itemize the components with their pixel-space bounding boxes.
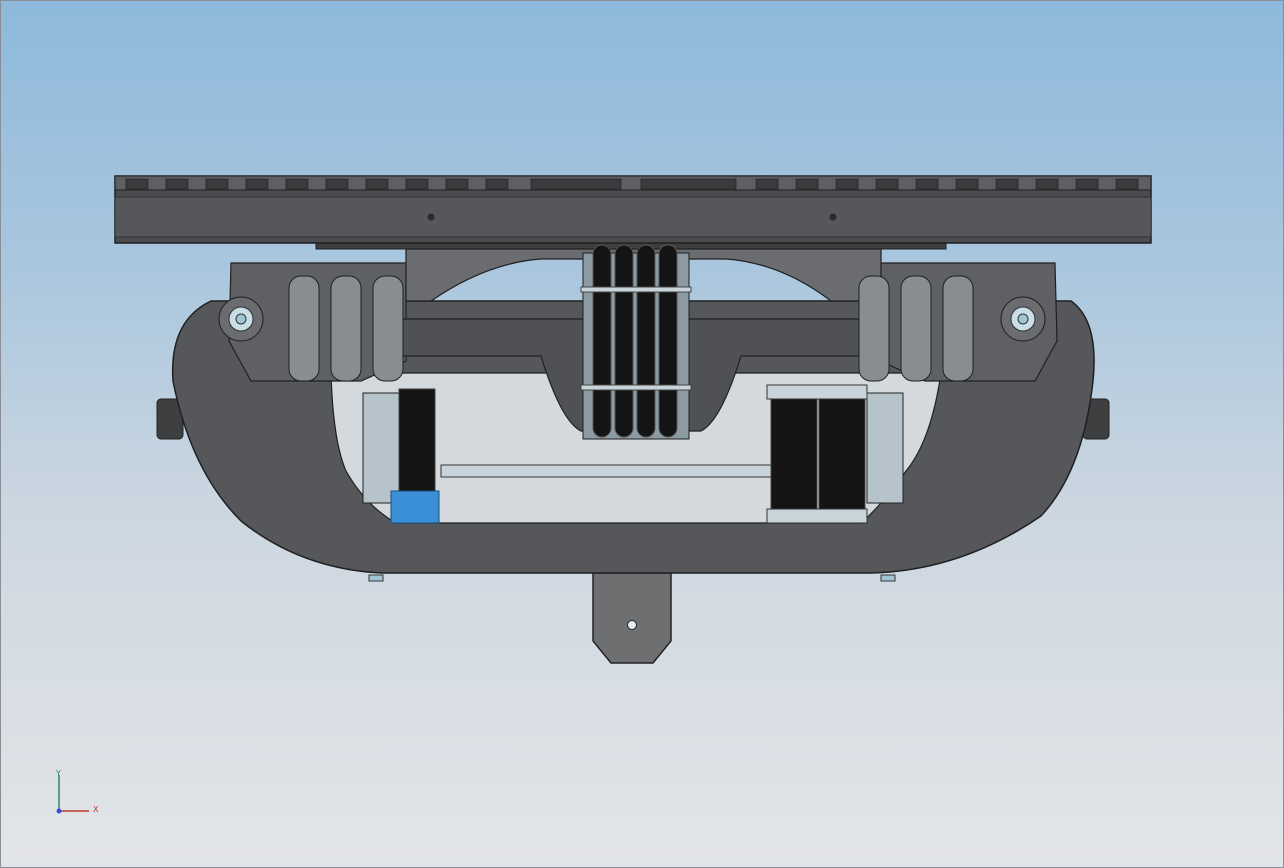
axis-triad: Y X	[41, 761, 121, 831]
right-upper-rollers	[858, 275, 974, 382]
lower-shaft	[440, 464, 772, 478]
left-upper-rollers	[288, 275, 404, 382]
axis-triad-icon	[56, 775, 89, 814]
left-pivot-bolt	[218, 296, 264, 342]
axis-x-label: X	[93, 805, 99, 814]
left-lower-roller-assembly	[362, 388, 440, 524]
rail-bolt-left	[427, 213, 435, 221]
bottom-fastener-right	[880, 574, 896, 582]
hitch-plate	[592, 572, 672, 664]
right-lower-roller-assembly	[766, 384, 904, 524]
axis-y-label: Y	[56, 769, 61, 778]
right-pivot-bolt	[1000, 296, 1046, 342]
hitch-hole	[627, 620, 637, 630]
center-spring-stack	[580, 244, 692, 440]
rail-teeth	[125, 178, 1139, 190]
rail-bolt-right	[829, 213, 837, 221]
top-rail-lip	[114, 175, 1152, 191]
bottom-fastener-left	[368, 574, 384, 582]
top-rail-face	[114, 196, 1152, 238]
center-upper-housing	[405, 248, 882, 302]
